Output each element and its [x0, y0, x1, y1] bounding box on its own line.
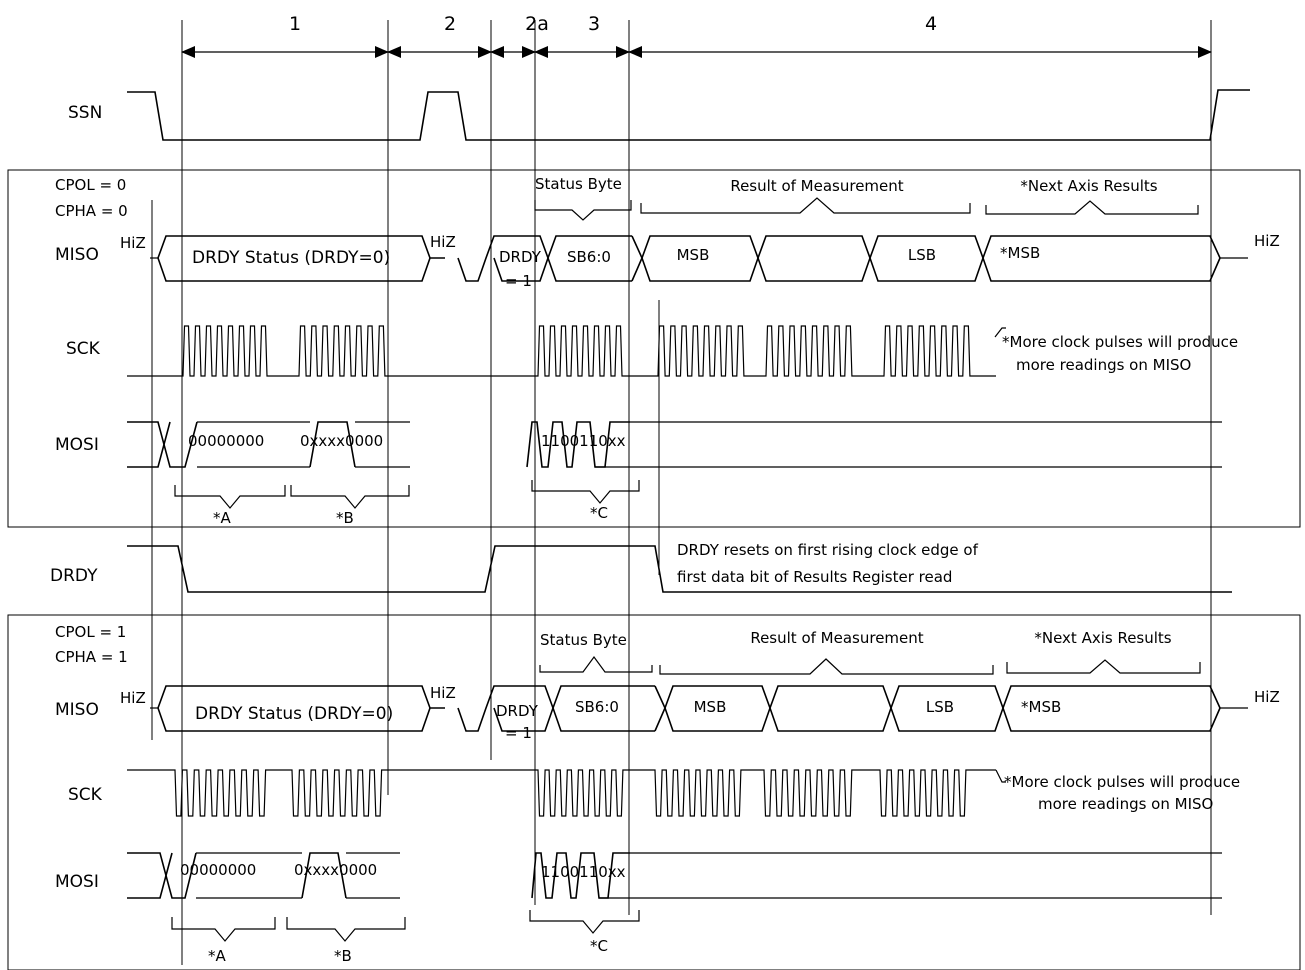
hiz-label: HiZ: [430, 233, 456, 251]
mosi-cmd-text: 0xxxx0000: [294, 861, 377, 879]
sb-text: SB6:0: [567, 248, 611, 266]
mosi-cmd-text: 0xxxx0000: [300, 432, 383, 450]
mosi-signal: MOSI 00000000 0xxxx0000 1100110xx *A *B …: [55, 421, 1222, 527]
phase-label: 2a: [525, 13, 549, 35]
hiz-label: HiZ: [430, 684, 456, 702]
drdy1-text: = 1: [505, 724, 532, 742]
phase-label: 3: [588, 13, 600, 35]
drdy-label: DRDY: [50, 566, 98, 586]
drdy-note: first data bit of Results Register read: [677, 568, 952, 586]
hiz-label: HiZ: [1254, 232, 1280, 250]
sck-note: more readings on MISO: [1038, 795, 1213, 813]
panel-cpol0: CPOL = 0 CPHA = 0 MISO HiZ DRDY Status (…: [7, 169, 1301, 528]
status-byte-text: Status Byte: [535, 175, 622, 193]
sck-signal: SCK *More clock pulses will produce more…: [66, 325, 1238, 377]
mosi-label: MOSI: [55, 435, 99, 455]
hiz-label: HiZ: [1254, 688, 1280, 706]
sck-label: SCK: [66, 339, 101, 359]
sb-text: SB6:0: [575, 698, 619, 716]
ssn-label: SSN: [68, 103, 102, 123]
mosi-label: MOSI: [55, 872, 99, 892]
phase-label: 1: [289, 13, 301, 35]
next-axis-text: *Next Axis Results: [1034, 629, 1171, 647]
panel-cpol1: CPOL = 1 CPHA = 1 MISO HiZ DRDY Status (…: [7, 614, 1301, 970]
result-of-measurement-text: Result of Measurement: [730, 177, 903, 195]
lsb-text: LSB: [926, 698, 954, 716]
msb-text: MSB: [677, 246, 710, 264]
ssn-signal: SSN: [68, 89, 1250, 141]
brace-c-label: *C: [590, 504, 608, 522]
status-byte-text: Status Byte: [540, 631, 627, 649]
msb-text: MSB: [694, 698, 727, 716]
drdy-status-text: DRDY Status (DRDY=0): [195, 704, 393, 724]
phase-markers: 1 2 2a 3 4: [151, 13, 1212, 965]
phase-label: 2: [444, 13, 456, 35]
miso-label: MISO: [55, 700, 99, 720]
sck-note: *More clock pulses will produce: [1002, 333, 1238, 351]
brace-b-label: *B: [336, 509, 354, 527]
brace-c-label: *C: [590, 937, 608, 955]
drdy-note: DRDY resets on first rising clock edge o…: [677, 541, 979, 559]
next-msb-text: *MSB: [1021, 698, 1061, 716]
drdy1-text: = 1: [505, 272, 532, 290]
drdy1-text: DRDY: [499, 248, 542, 266]
mosi-sb-text: 1100110xx: [541, 432, 626, 450]
cpha-label: CPHA = 0: [55, 202, 128, 220]
brace-a-label: *A: [213, 509, 232, 527]
miso-signal: MISO HiZ DRDY Status (DRDY=0) HiZ DRDY =…: [55, 629, 1280, 742]
hiz-label: HiZ: [120, 234, 146, 252]
cpha-label: CPHA = 1: [55, 648, 128, 666]
phase-label: 4: [925, 13, 937, 35]
drdy-status-text: DRDY Status (DRDY=0): [192, 248, 390, 268]
next-msb-text: *MSB: [1000, 244, 1040, 262]
mosi-zeros-text: 00000000: [188, 432, 264, 450]
sck-label: SCK: [68, 785, 103, 805]
hiz-label: HiZ: [120, 689, 146, 707]
lsb-text: LSB: [908, 246, 936, 264]
miso-signal: MISO HiZ DRDY Status (DRDY=0) HiZ DRDY =…: [55, 175, 1280, 290]
drdy1-text: DRDY: [496, 702, 539, 720]
drdy-signal: DRDY DRDY resets on first rising clock e…: [50, 541, 1232, 593]
brace-a-label: *A: [208, 947, 227, 965]
sck-note: more readings on MISO: [1016, 356, 1191, 374]
sck-signal: SCK *More clock pulses will produce more…: [68, 769, 1240, 817]
miso-label: MISO: [55, 245, 99, 265]
brace-b-label: *B: [334, 947, 352, 965]
mosi-zeros-text: 00000000: [180, 861, 256, 879]
mosi-signal: MOSI 00000000 0xxxx0000 1100110xx *A *B …: [55, 852, 1222, 965]
cpol-label: CPOL = 0: [55, 176, 126, 194]
mosi-sb-text: 1100110xx: [541, 863, 626, 881]
sck-note: *More clock pulses will produce: [1004, 773, 1240, 791]
next-axis-text: *Next Axis Results: [1020, 177, 1157, 195]
cpol-label: CPOL = 1: [55, 623, 126, 641]
result-of-measurement-text: Result of Measurement: [750, 629, 923, 647]
